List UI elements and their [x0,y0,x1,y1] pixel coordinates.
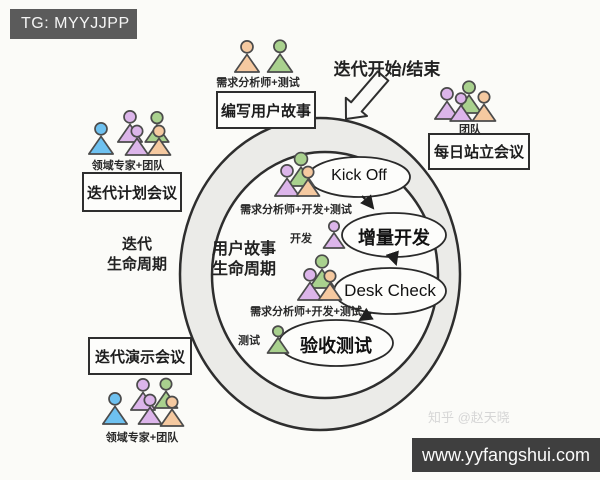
role-label-domain-team-bottom: 领域专家+团队 [105,432,179,444]
iteration-lifecycle-line1: 迭代 [121,236,152,253]
role-label-domain-team-top: 领域专家+团队 [91,160,165,172]
top-banner: TG: MYYJJPP [10,9,137,39]
arrow-deskcheck-to-acceptance-icon [358,307,374,322]
stage-label-acceptance-test: 验收测试 [300,336,372,356]
people-group-analyst-test-icon [234,39,294,73]
box-iteration-demo: 迭代演示会议 [88,337,192,375]
iteration-start-end-arrow-icon [344,70,390,120]
box-daily-standup: 每日站立会议 [428,133,530,170]
iteration-lifecycle-line2: 生命周期 [106,256,167,273]
role-label-developer: 开发 [290,233,312,245]
role-label-tester: 测试 [238,335,260,347]
story-lifecycle-label: 用户故事 生命周期 [184,240,304,280]
people-group-domain-team-bottom-icon [102,377,185,427]
story-lifecycle-line2: 生命周期 [211,261,276,278]
role-label-kickoff: 需求分析师+开发+测试 [240,204,352,216]
arrow-kickoff-to-dev-icon [360,194,375,210]
stage-label-kick-off: Kick Off [331,167,387,184]
iteration-lifecycle-label: 迭代 生命周期 [77,235,197,275]
people-group-domain-team-top-icon [88,110,172,156]
arrow-dev-to-deskcheck-icon [385,250,399,266]
role-label-analyst-test: 需求分析师+测试 [216,77,300,89]
bottom-banner: www.yyfangshui.com [412,438,600,472]
story-lifecycle-line1: 用户故事 [211,241,276,258]
watermark-text: 知乎 @赵天晓 [428,410,510,425]
stage-label-incremental-dev: 增量开发 [358,228,430,248]
role-label-deskcheck: 需求分析师+开发+测试 [250,306,362,318]
stage-label-desk-check: Desk Check [344,281,436,300]
role-label-team: 团队 [459,124,481,136]
people-group-team-icon [434,80,497,122]
box-write-user-story: 编写用户故事 [216,91,316,129]
iteration-start-end-label: 迭代开始/结束 [333,60,441,79]
box-iteration-planning: 迭代计划会议 [82,172,182,212]
